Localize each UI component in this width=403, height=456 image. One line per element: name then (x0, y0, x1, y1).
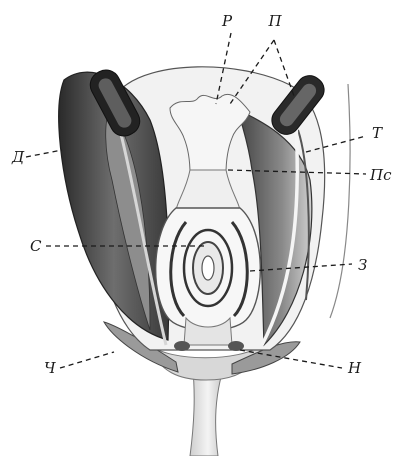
label-t: Т (372, 124, 383, 142)
label-s: С (30, 237, 42, 255)
leader-ch (60, 352, 114, 368)
label-pi: П (267, 12, 282, 30)
petal-right-outer (330, 84, 350, 318)
label-d: Д (11, 148, 25, 166)
label-n: Н (347, 359, 362, 377)
label-ch: Ч (44, 359, 56, 377)
nectary-left (174, 341, 190, 351)
nectary-right (228, 341, 244, 351)
label-p: Р (221, 12, 233, 30)
label-z: З (358, 256, 367, 274)
embryo-sac (202, 256, 214, 280)
label-ps: Пс (369, 166, 392, 184)
leader-d (26, 150, 62, 157)
